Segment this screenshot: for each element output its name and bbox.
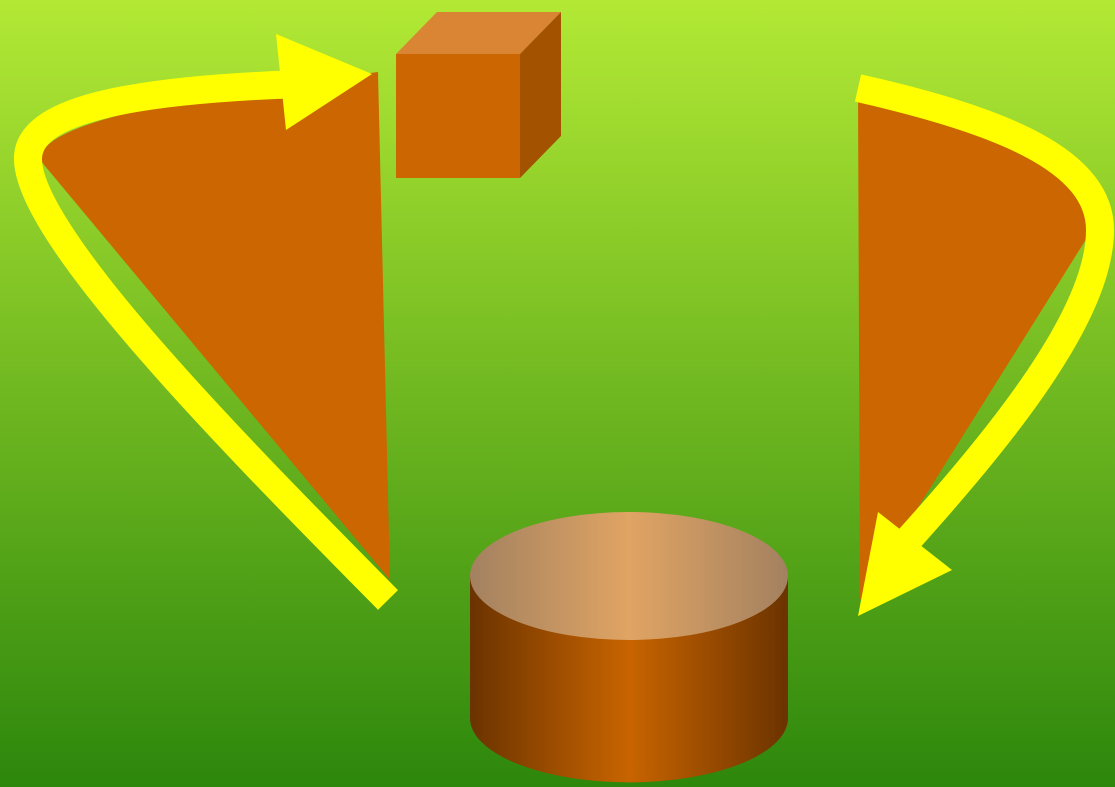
cylinder-icon <box>470 512 788 782</box>
cube-icon <box>396 12 561 178</box>
